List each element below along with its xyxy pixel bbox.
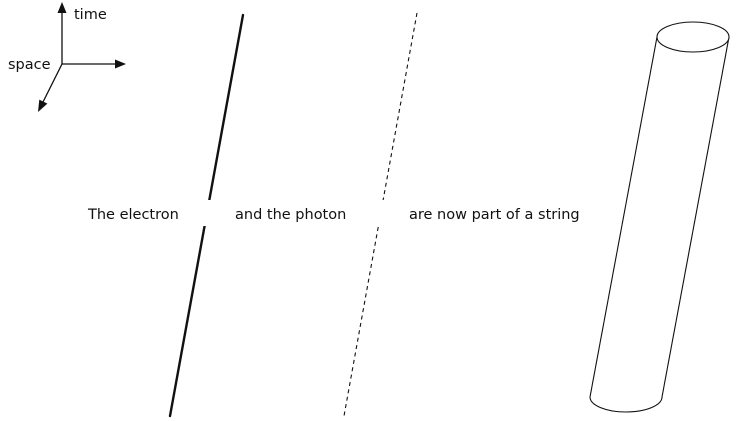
photon-worldline-group: and the photon [232, 13, 417, 416]
string-worldsheet-group: are now part of a string [405, 22, 729, 412]
space-axis-arrowhead [115, 60, 126, 69]
string-tube-bottom-curve [590, 397, 662, 412]
electron-worldline-group: The electron [85, 15, 243, 416]
string-caption: are now part of a string [409, 207, 580, 223]
space-axis-label: space [8, 57, 51, 73]
photon-caption: and the photon [235, 207, 346, 223]
string-tube-top-ellipse [657, 22, 729, 52]
time-axis-arrowhead [58, 2, 67, 13]
string-tube-right-edge [662, 37, 729, 397]
time-axis-label: time [74, 7, 107, 23]
depth-axis-arrowhead [38, 100, 47, 112]
coordinate-axes: time space [8, 2, 126, 112]
electron-caption: The electron [87, 207, 179, 223]
